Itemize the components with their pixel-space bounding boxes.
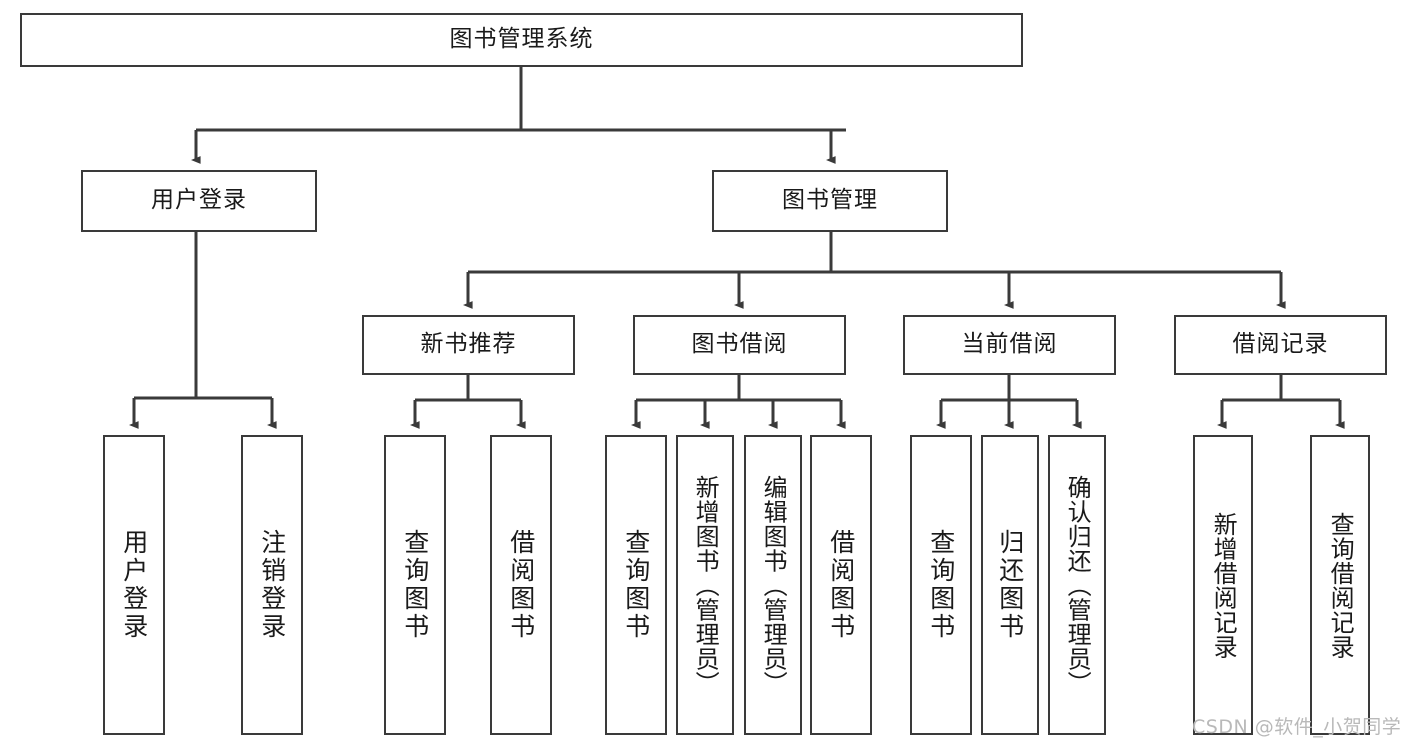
node-leaf-query-borrow-record[interactable]: 查询借阅记录	[1310, 435, 1370, 735]
node-leaf-confirm-return-admin[interactable]: 确认归还（管理员）	[1048, 435, 1106, 735]
node-current-borrow[interactable]: 当前借阅	[903, 315, 1116, 375]
node-leaf-add-borrow-record-label: 新增借阅记录	[1209, 511, 1238, 659]
node-leaf-logout-label: 注销登录	[257, 529, 287, 641]
node-book-management[interactable]: 图书管理	[712, 170, 948, 232]
node-user-login[interactable]: 用户登录	[81, 170, 317, 232]
node-new-book-recommendation[interactable]: 新书推荐	[362, 315, 575, 375]
node-leaf-query-book-1-label: 查询图书	[400, 529, 430, 641]
node-user-login-label: 用户登录	[151, 187, 247, 214]
node-borrow-record[interactable]: 借阅记录	[1174, 315, 1387, 375]
node-leaf-borrow-book-2[interactable]: 借阅图书	[810, 435, 872, 735]
node-book-borrow-label: 图书借阅	[691, 331, 788, 358]
node-borrow-record-label: 借阅记录	[1232, 331, 1329, 358]
node-leaf-add-book-admin[interactable]: 新增图书（管理员）	[676, 435, 734, 735]
node-leaf-query-book-2[interactable]: 查询图书	[605, 435, 667, 735]
node-new-book-recommendation-label: 新书推荐	[420, 331, 517, 358]
node-leaf-add-borrow-record[interactable]: 新增借阅记录	[1193, 435, 1253, 735]
node-leaf-query-book-2-label: 查询图书	[621, 529, 651, 641]
node-leaf-borrow-book-2-label: 借阅图书	[826, 529, 856, 641]
node-book-management-label: 图书管理	[782, 187, 878, 214]
node-leaf-return-book[interactable]: 归还图书	[981, 435, 1039, 735]
node-leaf-user-login[interactable]: 用户登录	[103, 435, 165, 735]
node-leaf-add-book-admin-label: 新增图书（管理员）	[691, 474, 720, 696]
node-leaf-query-book-3-label: 查询图书	[926, 529, 956, 641]
node-root[interactable]: 图书管理系统	[20, 13, 1023, 67]
node-leaf-user-login-label: 用户登录	[119, 529, 149, 641]
node-leaf-query-book-1[interactable]: 查询图书	[384, 435, 446, 735]
node-current-borrow-label: 当前借阅	[961, 331, 1058, 358]
node-root-label: 图书管理系统	[449, 26, 594, 53]
node-leaf-query-borrow-record-label: 查询借阅记录	[1326, 511, 1355, 659]
node-leaf-edit-book-admin[interactable]: 编辑图书（管理员）	[744, 435, 802, 735]
node-book-borrow[interactable]: 图书借阅	[633, 315, 846, 375]
node-leaf-confirm-return-admin-label: 确认归还（管理员）	[1063, 474, 1092, 696]
watermark-text: CSDN @软件_小贺同学	[1192, 716, 1402, 738]
node-leaf-borrow-book-1[interactable]: 借阅图书	[490, 435, 552, 735]
node-leaf-borrow-book-1-label: 借阅图书	[506, 529, 536, 641]
node-leaf-logout[interactable]: 注销登录	[241, 435, 303, 735]
node-leaf-edit-book-admin-label: 编辑图书（管理员）	[759, 474, 788, 696]
node-leaf-query-book-3[interactable]: 查询图书	[910, 435, 972, 735]
node-leaf-return-book-label: 归还图书	[995, 529, 1025, 641]
